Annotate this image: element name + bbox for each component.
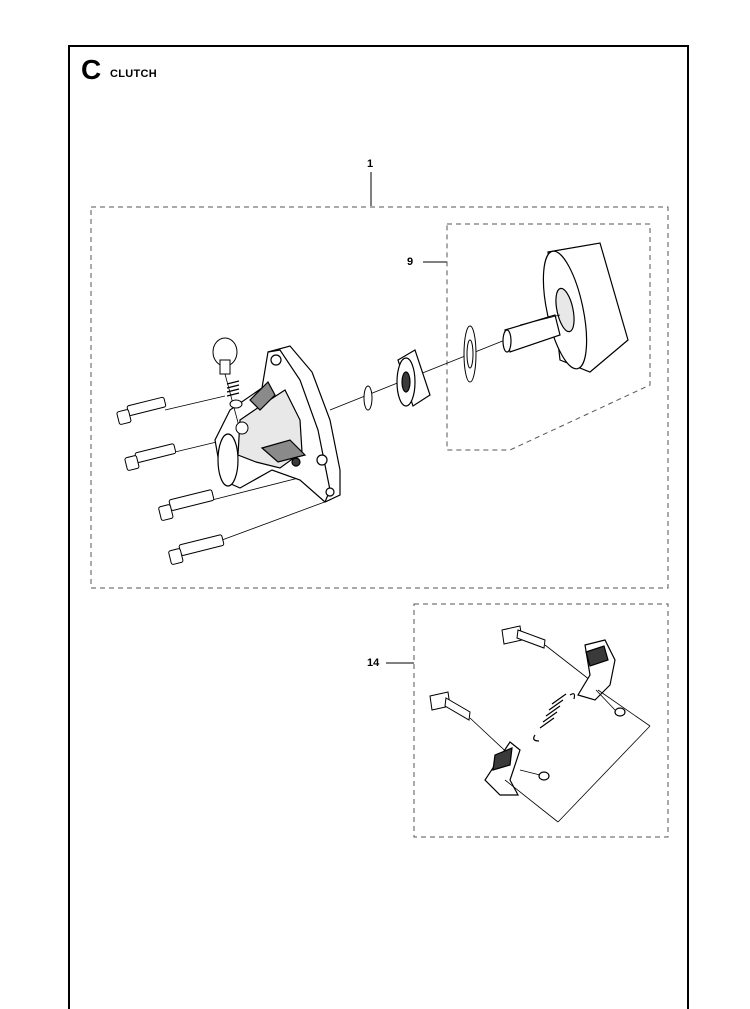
clutch-drum bbox=[502, 242, 629, 373]
bolt-3 bbox=[158, 469, 331, 521]
callout-9: 9 bbox=[407, 256, 414, 268]
bolt-4 bbox=[168, 499, 331, 565]
callout-14: 14 bbox=[367, 657, 380, 669]
bolt-2 bbox=[124, 439, 226, 471]
shoe-bolt-bottom bbox=[429, 691, 516, 761]
group-box-14 bbox=[413, 603, 669, 838]
page-frame bbox=[68, 45, 689, 1009]
section-letter: C bbox=[81, 54, 102, 85]
clutch-shoe-bottom bbox=[484, 741, 550, 796]
pin-clip bbox=[229, 399, 249, 435]
shoe-bolt-top bbox=[501, 625, 591, 681]
needle-bearing bbox=[396, 349, 431, 407]
clutch-shoe-top bbox=[577, 639, 626, 717]
shoe-spring bbox=[533, 693, 576, 742]
shoe-kit-axis bbox=[504, 689, 651, 823]
washer-large bbox=[463, 325, 477, 383]
bolt-1 bbox=[116, 395, 226, 425]
group-box-9 bbox=[446, 223, 651, 451]
washer-small bbox=[363, 385, 373, 411]
section-title: CLUTCH bbox=[110, 68, 158, 80]
group-box-1 bbox=[90, 206, 669, 589]
pin-spring bbox=[226, 380, 240, 397]
callout-1: 1 bbox=[367, 158, 374, 170]
clutch-housing bbox=[214, 345, 341, 503]
